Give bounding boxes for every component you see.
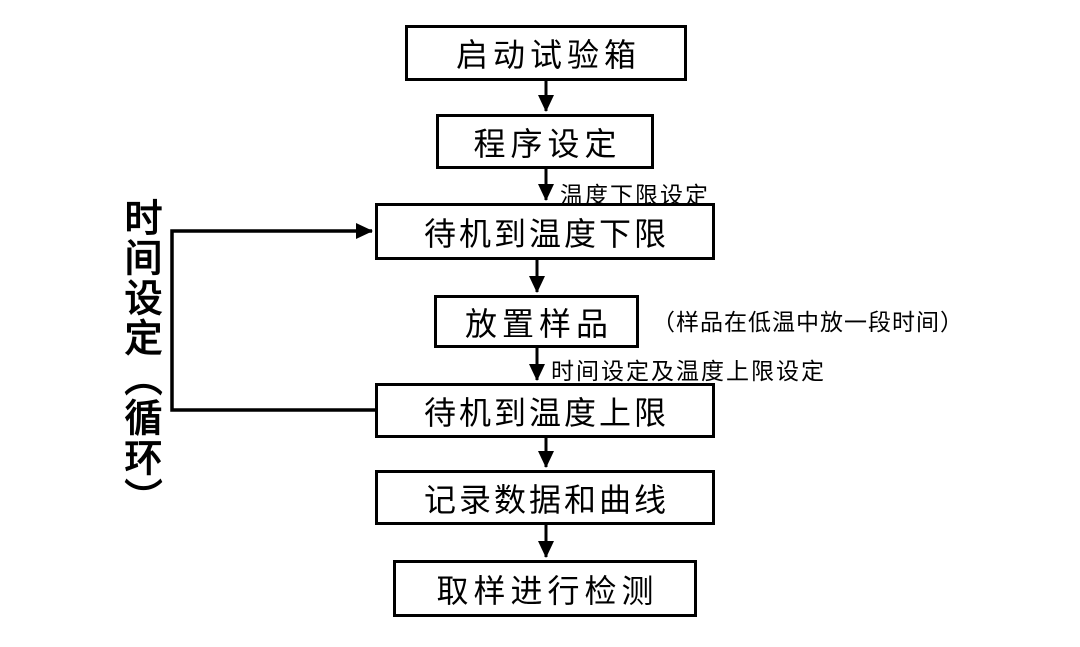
loop-label-time-setting-cycle: 时间设定（循环） bbox=[118, 198, 160, 518]
flow-step-record-data: 记录数据和曲线 bbox=[375, 470, 715, 525]
flow-step-program-setting: 程序设定 bbox=[436, 114, 654, 169]
flow-step-place-sample: 放置样品 bbox=[434, 295, 639, 348]
annotation-sample-low-temp-note: （样品在低温中放一段时间） bbox=[652, 309, 964, 335]
edge-label-temp-lower-setting: 温度下限设定 bbox=[560, 182, 710, 208]
flow-step-standby-lower-limit: 待机到温度下限 bbox=[375, 203, 715, 260]
flow-step-start-chamber: 启动试验箱 bbox=[405, 25, 687, 81]
flow-step-standby-upper-limit: 待机到温度上限 bbox=[375, 383, 715, 438]
edge-label-time-and-temp-upper-setting: 时间设定及温度上限设定 bbox=[551, 358, 826, 384]
flow-step-sampling-test: 取样进行检测 bbox=[393, 560, 697, 617]
loop-arrow-upper-to-lower bbox=[170, 223, 375, 412]
